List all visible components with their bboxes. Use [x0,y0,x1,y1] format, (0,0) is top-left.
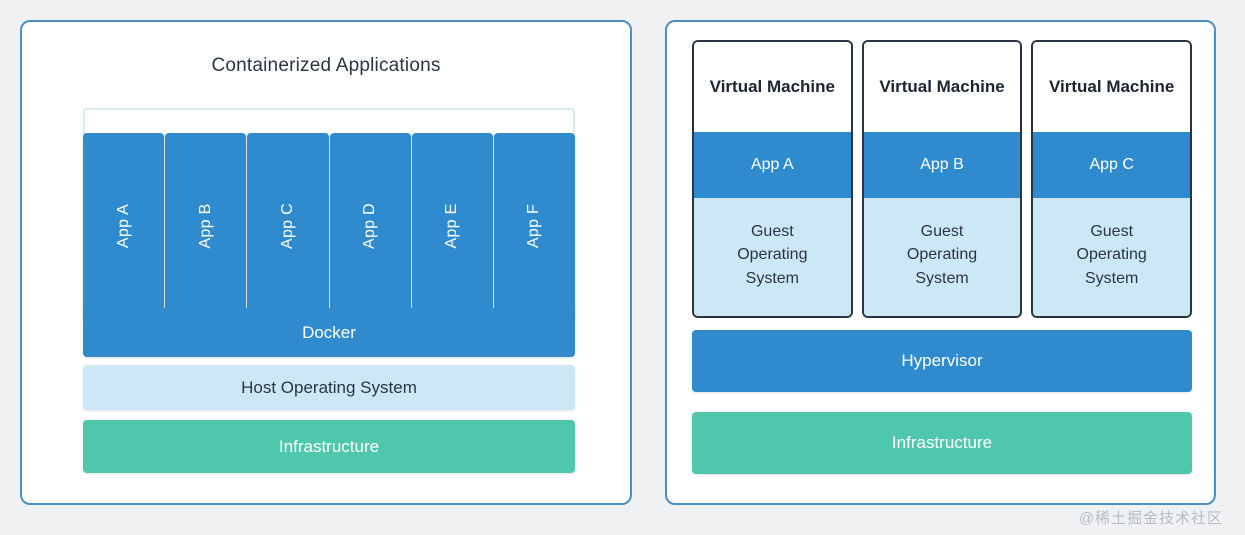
app-block-label: App C [278,203,296,249]
infrastructure-layer-container[interactable]: Infrastructure [83,420,575,473]
container-bracket [83,108,575,134]
docker-layer[interactable]: Docker [83,308,575,357]
containerized-applications-panel: Containerized Applications App A App B A… [20,20,632,505]
vm-title: Virtual Machine [694,42,851,132]
hypervisor-layer[interactable]: Hypervisor [692,330,1192,392]
app-block-a[interactable]: App A [83,133,165,319]
app-block-label: App A [114,203,132,249]
vm-title: Virtual Machine [863,42,1021,132]
page-title: Containerized Applications [211,55,441,76]
app-block-label: App F [525,203,543,249]
watermark: @稀土掘金技术社区 [1078,510,1223,527]
app-blocks-row: App A App B App C App D App E App F [83,133,576,319]
vm-app-label: App A [694,132,851,198]
app-block-label: App B [196,203,214,249]
app-block-d[interactable]: App D [329,133,411,319]
vm-title: Virtual Machine [1033,42,1191,132]
infrastructure-layer-vm[interactable]: Infrastructure [692,412,1192,474]
app-block-b[interactable]: App B [165,133,247,319]
app-block-e[interactable]: App E [411,133,493,319]
app-block-f[interactable]: App F [493,133,576,319]
app-block-c[interactable]: App C [247,133,329,319]
vm-app-label: App C [1033,132,1191,198]
app-block-label: App D [361,203,379,249]
vm-app-label: App B [863,132,1021,198]
app-block-label: App E [443,203,461,249]
host-operating-system-layer[interactable]: Host Operating System [83,365,575,410]
